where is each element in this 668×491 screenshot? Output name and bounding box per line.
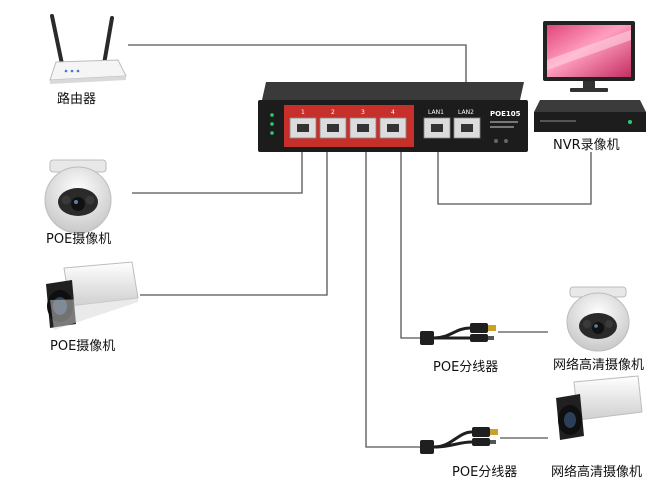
cable-lan1-to-nvr xyxy=(437,140,592,205)
poe-switch-icon: 1 2 3 4 LAN1 LAN2 POE105 xyxy=(258,82,528,152)
cable-port3-to-splitter-2 xyxy=(365,140,420,448)
poe-camera-2-label: POE摄像机 xyxy=(50,339,116,354)
dome-camera-icon xyxy=(44,159,112,234)
port-label-lan2: LAN2 xyxy=(458,109,474,116)
cable-port2-to-poe-camera-2 xyxy=(140,140,328,296)
poe-splitter-icon xyxy=(420,427,498,454)
splitter-1-label: POE分线器 xyxy=(433,360,499,375)
switch-model: POE105 xyxy=(490,110,521,118)
poe-splitter-icon xyxy=(420,323,496,345)
splitter-2-label: POE分线器 xyxy=(452,465,518,480)
bullet-camera-icon xyxy=(46,261,139,330)
poe-camera-1-label: POE摄像机 xyxy=(46,232,112,247)
port-label-lan1: LAN1 xyxy=(428,109,444,116)
dome-camera-icon xyxy=(566,286,630,352)
nvr-label: NVR录像机 xyxy=(553,138,620,153)
port-number-1: 1 xyxy=(301,109,305,116)
hd-camera-2-label: 网络高清摄像机 xyxy=(551,465,643,480)
cable-port4-to-splitter-1 xyxy=(400,140,420,339)
port-number-4: 4 xyxy=(391,109,395,116)
router-icon xyxy=(49,14,127,84)
cable-port1-to-poe-camera-1 xyxy=(132,140,303,194)
hd-camera-1-label: 网络高清摄像机 xyxy=(553,358,645,373)
monitor-icon xyxy=(543,21,635,92)
bullet-camera-icon xyxy=(556,375,643,440)
port-number-2: 2 xyxy=(331,109,335,116)
nvr-recorder-icon xyxy=(534,100,646,132)
port-number-3: 3 xyxy=(361,109,365,116)
router-label: 路由器 xyxy=(57,92,97,107)
